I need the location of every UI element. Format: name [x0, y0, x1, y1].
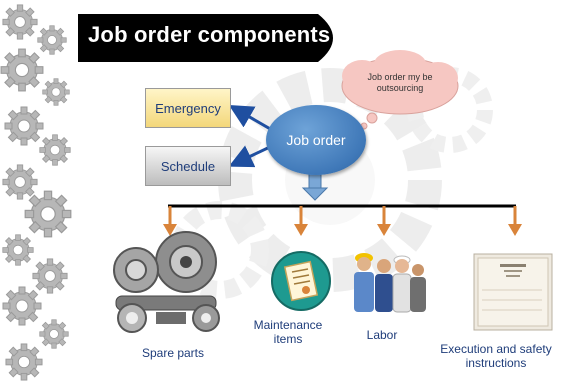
- execution-safety-label: Execution and safety instructions: [440, 342, 552, 370]
- job-order-label: Job order: [286, 132, 346, 148]
- down-arrow-labor: [377, 206, 391, 236]
- page-title: Job order components: [88, 22, 331, 47]
- schedule-box: Schedule: [145, 146, 231, 186]
- center-down-arrowhead: [301, 187, 329, 201]
- job-order-node: Job order: [266, 105, 366, 175]
- spare-parts-label: Spare parts: [141, 346, 205, 360]
- down-arrow-execution: [508, 206, 522, 236]
- cloud-note: Job order my be outsourcing: [367, 72, 433, 93]
- arrow-to-schedule: [228, 144, 273, 168]
- arrow-to-emergency: [228, 104, 273, 132]
- down-arrow-spare-parts: [163, 206, 177, 236]
- labor-workers-image: [354, 253, 426, 313]
- title-banner: [78, 14, 333, 62]
- spare-parts-image: [113, 231, 220, 333]
- down-arrow-maintenance: [294, 206, 308, 236]
- emergency-box: Emergency: [145, 88, 231, 128]
- labor-label: Labor: [366, 328, 398, 342]
- maintenance-items-label: Maintenance items: [253, 318, 323, 346]
- thought-cloud: [341, 50, 459, 130]
- maintenance-document-icon: [271, 251, 331, 311]
- execution-document-image: [473, 253, 553, 331]
